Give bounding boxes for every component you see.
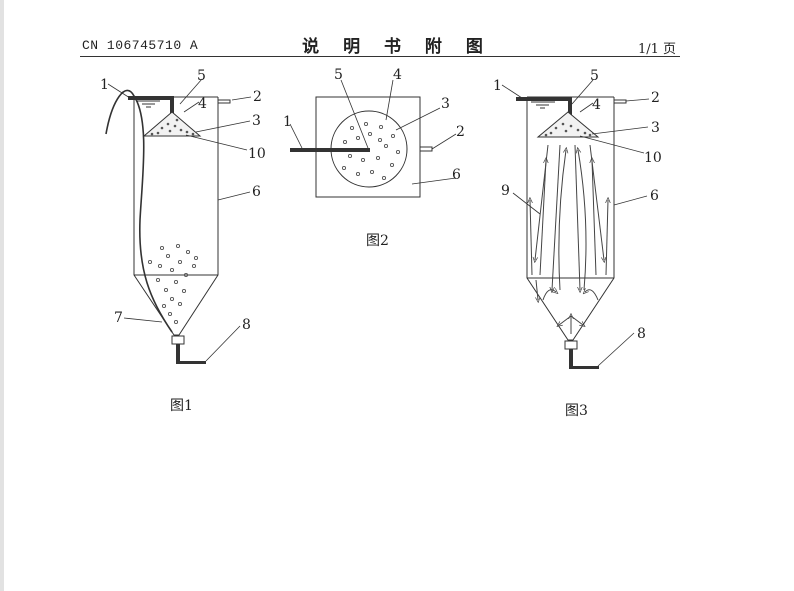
fig3-label-5: 5 [590,68,599,84]
figure-1-labels: 1 5 4 2 3 10 6 7 8 [100,68,266,333]
outlet-pipe-top [419,146,433,152]
fig2-label-2: 2 [456,124,465,140]
page-indicator: 1/1 页 [637,42,676,57]
fig1-label-3: 3 [252,113,261,129]
figure-2-caption: 图2 [366,233,389,249]
fig2-label-6: 6 [452,167,461,183]
fig3-label-8: 8 [637,326,646,342]
page-title: 说 明 书 附 图 [302,37,492,57]
figure-1: 1 5 4 2 3 10 6 7 8 图1 [100,68,266,414]
distributor-cone [142,111,202,137]
figure-2: 5 4 3 1 2 6 图2 [283,67,465,249]
fig3-label-3: 3 [651,120,660,136]
leader-lines [107,78,252,362]
fig2-label-4: 4 [393,67,402,83]
fig1-label-1: 1 [100,77,109,93]
fig1-label-7: 7 [114,310,123,326]
disc-holes [341,121,401,181]
fig3-label-2: 2 [651,90,660,106]
distributor-cone-3 [536,111,600,138]
page-edge [0,0,4,591]
fig1-label-2: 2 [253,89,262,105]
fig1-label-10: 10 [248,146,266,162]
fig3-label-10: 10 [644,150,662,166]
patent-number: CN 106745710 A [82,38,199,53]
water-level-3 [531,101,555,109]
outlet-pipe [217,99,231,104]
inlet-pipe-top [290,148,370,152]
figure-1-caption: 图1 [170,398,193,414]
fig1-label-8: 8 [242,317,251,333]
fig2-label-5: 5 [334,67,343,83]
fig3-label-6: 6 [650,188,659,204]
fig2-label-1: 1 [283,114,292,130]
fig3-label-4: 4 [592,97,601,113]
fig1-label-4: 4 [198,96,207,112]
leader-lines-2 [289,79,457,185]
fig1-label-6: 6 [252,184,261,200]
fig2-label-3: 3 [441,96,450,112]
sampling-tube [105,89,173,333]
bottom-drain [171,335,206,364]
fig3-label-1: 1 [493,78,502,94]
header-rule [80,56,680,57]
figure-3: 1 5 4 2 3 10 9 6 8 图3 [493,68,662,419]
fig1-label-5: 5 [197,68,206,84]
figure-2-labels: 5 4 3 1 2 6 [283,67,465,183]
figure-3-caption: 图3 [565,403,588,419]
sludge-particles [147,243,199,325]
bottom-drain-3 [564,340,599,369]
outlet-pipe-3 [613,99,627,104]
fig3-label-9: 9 [501,183,510,199]
water-level [137,100,160,108]
leader-lines-3 [501,79,650,367]
flow-arrows [530,144,608,334]
figure-3-labels: 1 5 4 2 3 10 9 6 8 [493,68,662,342]
